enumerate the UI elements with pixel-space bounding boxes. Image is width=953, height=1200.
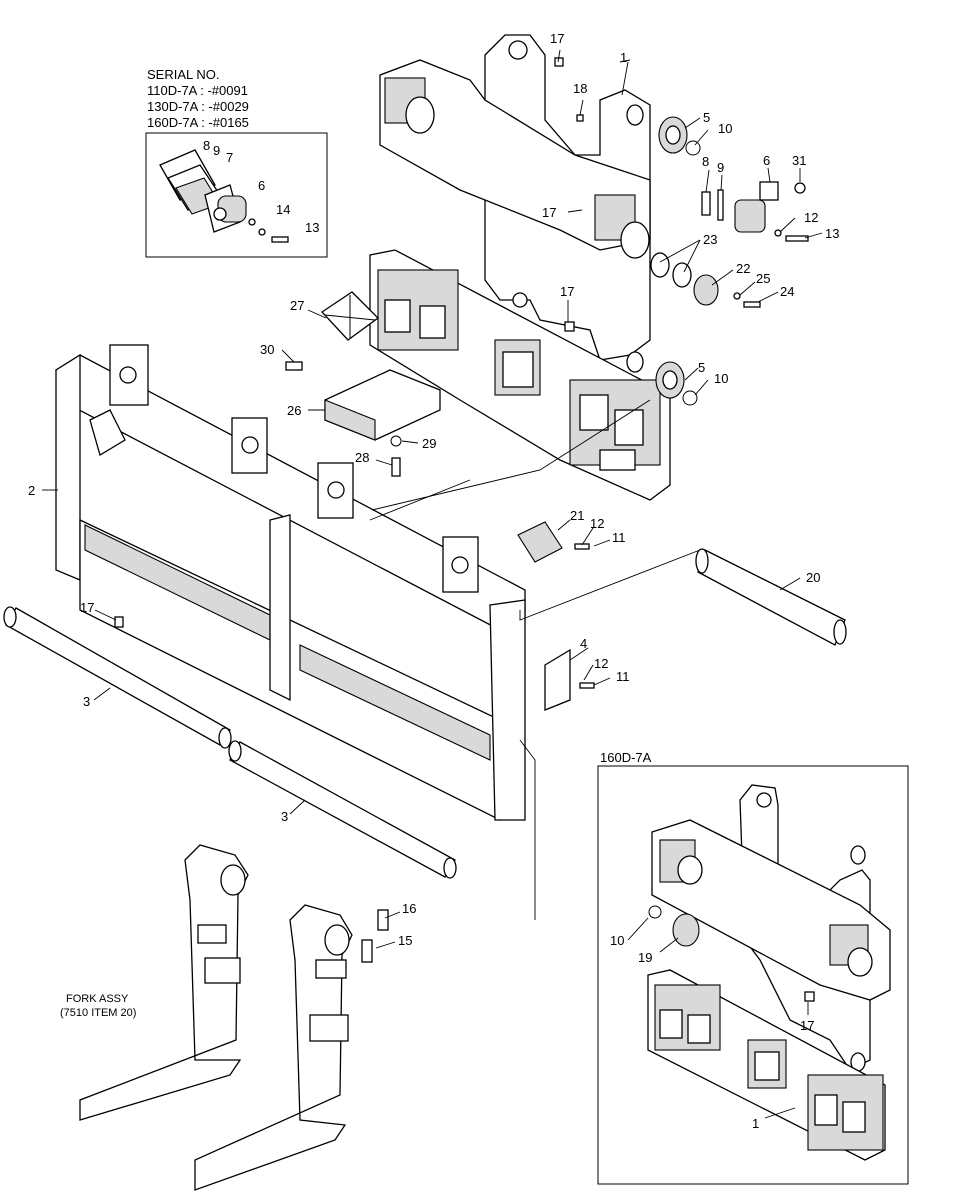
callout-4: 4 <box>580 636 587 651</box>
callout-25: 25 <box>756 271 770 286</box>
wear-pads <box>285 291 441 477</box>
callout-10: 10 <box>718 121 732 136</box>
serial-inset <box>145 132 328 258</box>
callout-12: 12 <box>594 656 608 671</box>
callout-20: 20 <box>806 570 820 585</box>
callout-27: 27 <box>290 298 304 313</box>
callout-26: 26 <box>287 403 301 418</box>
inset-160d <box>597 765 909 1185</box>
fork-assy-label: FORK ASSY <box>66 993 129 1005</box>
callout-21: 21 <box>570 508 584 523</box>
callout-23: 23 <box>703 232 717 247</box>
inset-160d-frame <box>597 765 909 1185</box>
serial-line-160d: 160D-7A : -#0165 <box>147 115 249 130</box>
callout-12: 12 <box>590 516 604 531</box>
callout-29: 29 <box>422 436 436 451</box>
callout-15: 15 <box>398 933 412 948</box>
callout-11: 11 <box>616 669 630 684</box>
callout-2: 2 <box>28 483 35 498</box>
callout-6: 6 <box>763 153 770 168</box>
callout-6: 6 <box>258 178 265 193</box>
upper-arm <box>379 59 651 251</box>
callout-17: 17 <box>560 284 574 299</box>
callout-13: 13 <box>305 220 319 235</box>
callout-labels: 8 9 7 6 14 13 17 1 18 5 10 8 9 6 31 17 1… <box>28 31 839 1131</box>
leader-lines <box>42 49 823 1119</box>
callout-8: 8 <box>203 138 210 153</box>
serial-heading: SERIAL NO. <box>147 67 219 82</box>
callout-31: 31 <box>792 153 806 168</box>
callout-28: 28 <box>355 450 369 465</box>
callout-1: 1 <box>752 1116 759 1131</box>
callout-3: 3 <box>83 694 90 709</box>
callout-22: 22 <box>736 261 750 276</box>
callout-8: 8 <box>702 154 709 169</box>
inset-gasket-parts <box>159 149 289 243</box>
shafts <box>3 548 847 879</box>
callout-9: 9 <box>717 160 724 175</box>
callout-3: 3 <box>281 809 288 824</box>
serial-line-130d: 130D-7A : -#0029 <box>147 99 249 114</box>
callout-7: 7 <box>226 150 233 165</box>
pivot-parts <box>554 57 809 406</box>
callout-19: 19 <box>638 950 652 965</box>
forks <box>79 844 389 1191</box>
callout-10: 10 <box>610 933 624 948</box>
callout-18: 18 <box>573 81 587 96</box>
carriage-upper <box>369 34 671 501</box>
serial-line-110d: 110D-7A : -#0091 <box>147 83 248 98</box>
inset-160d-heading: 160D-7A <box>600 750 652 765</box>
end-plates <box>517 521 595 711</box>
fork-frame <box>55 344 526 822</box>
callout-17: 17 <box>800 1018 814 1033</box>
callout-14: 14 <box>276 202 290 217</box>
callout-11: 11 <box>612 530 626 545</box>
callout-1: 1 <box>620 50 627 65</box>
callout-30: 30 <box>260 342 274 357</box>
callout-5: 5 <box>703 110 710 125</box>
callout-5: 5 <box>698 360 705 375</box>
callout-13: 13 <box>825 226 839 241</box>
callout-17: 17 <box>80 600 94 615</box>
fork-assy-ref: (7510 ITEM 20) <box>60 1007 136 1019</box>
callout-10: 10 <box>714 371 728 386</box>
serial-inset-frame <box>145 132 328 258</box>
callout-16: 16 <box>402 901 416 916</box>
serial-text: SERIAL NO. 110D-7A : -#0091 130D-7A : -#… <box>147 67 249 130</box>
callout-24: 24 <box>780 284 794 299</box>
callout-17: 17 <box>542 205 556 220</box>
callout-9: 9 <box>213 143 220 158</box>
callout-12: 12 <box>804 210 818 225</box>
callout-17: 17 <box>550 31 564 46</box>
